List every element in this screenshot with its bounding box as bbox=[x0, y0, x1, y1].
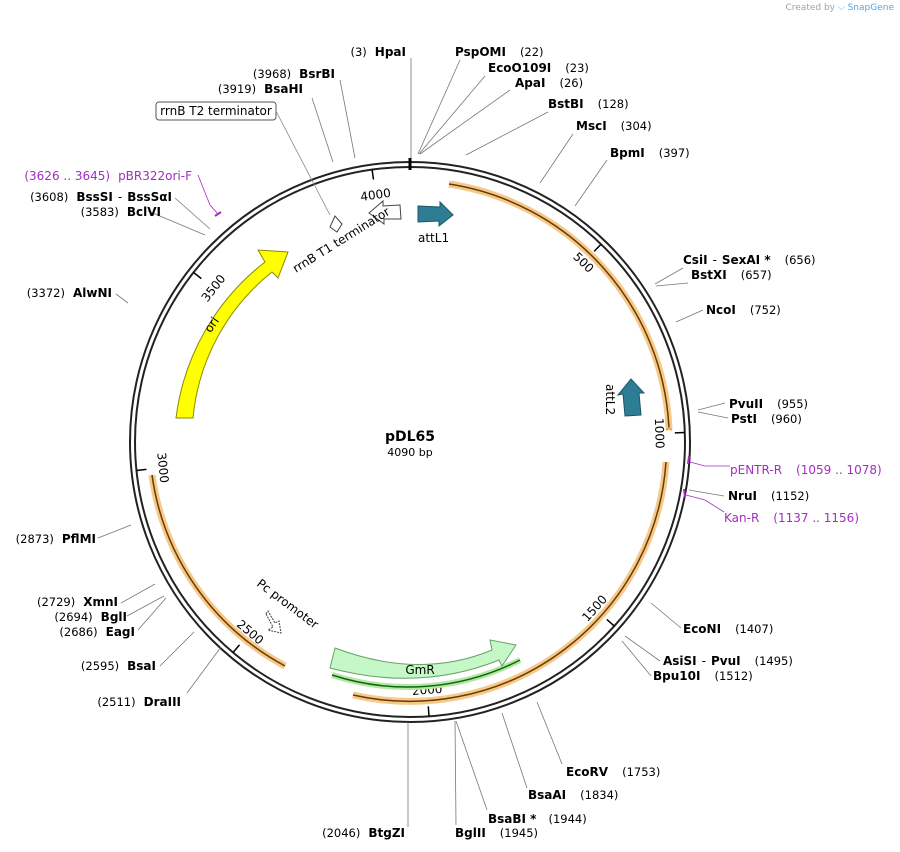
scale-tick-label: 1000 bbox=[652, 418, 667, 449]
gmr-arrow bbox=[329, 639, 517, 679]
svg-text:BsaAI(1834): BsaAI(1834) bbox=[528, 788, 618, 802]
plasmid-length: 4090 bp bbox=[387, 446, 432, 459]
gmr-track-core bbox=[331, 659, 521, 688]
orange-track-3-core bbox=[151, 474, 286, 667]
primer-labels: (3626 .. 3645)pBR322ori-F pENTR-R(1059 .… bbox=[24, 169, 881, 525]
gmr-label: GmR bbox=[405, 663, 434, 677]
svg-text:BglII(1945): BglII(1945) bbox=[455, 826, 538, 840]
svg-text:(2046)BtgZI: (2046)BtgZI bbox=[322, 826, 405, 840]
scale-tick-mark bbox=[232, 644, 241, 653]
scale-tick-label: 3000 bbox=[154, 452, 171, 484]
rrnb-t1-label: rrnB T1 terminator bbox=[290, 204, 392, 275]
svg-text:ApaI(26): ApaI(26) bbox=[515, 76, 583, 90]
plasmid-name: pDL65 bbox=[385, 429, 435, 445]
attl1-label: attL1 bbox=[418, 231, 449, 245]
attl2-label: attL2 bbox=[603, 384, 617, 415]
rrnb-t2-label: rrnB T2 terminator bbox=[160, 104, 272, 118]
svg-text:(3919)BsaHI: (3919)BsaHI bbox=[218, 82, 303, 96]
svg-text:PvuII(955): PvuII(955) bbox=[729, 397, 808, 411]
scale-tick-label: 3500 bbox=[199, 272, 229, 305]
svg-text:(2686)EagI: (2686)EagI bbox=[59, 625, 135, 639]
rrnb-t2-leader bbox=[275, 110, 331, 216]
site-labels: (3)HpaI (3968)BsrBI (3919)BsaHI PspOMI(2… bbox=[16, 45, 816, 840]
svg-text:(3372)AlwNI: (3372)AlwNI bbox=[27, 286, 112, 300]
primer-leaders bbox=[197, 174, 730, 513]
svg-text:EcoRV(1753): EcoRV(1753) bbox=[566, 765, 660, 779]
scale-tick-mark bbox=[371, 169, 375, 180]
svg-text:EcoNI(1407): EcoNI(1407) bbox=[683, 622, 773, 636]
scale-tick-mark bbox=[193, 271, 202, 280]
svg-text:(2595)BsaI: (2595)BsaI bbox=[81, 659, 156, 673]
pc-promoter-arrow bbox=[265, 610, 282, 634]
svg-text:NcoI(752): NcoI(752) bbox=[706, 303, 781, 317]
svg-text:BstXI(657): BstXI(657) bbox=[691, 268, 772, 282]
svg-text:(2694)BglI: (2694)BglI bbox=[54, 610, 127, 624]
scale-tick-label: 4000 bbox=[360, 186, 392, 204]
svg-text:NruI(1152): NruI(1152) bbox=[728, 489, 809, 503]
scale-tick-mark bbox=[593, 243, 602, 252]
scale-tick-mark bbox=[606, 618, 615, 627]
ori-arrow bbox=[175, 249, 289, 419]
svg-text:(3608)BssSI-BssSαI: (3608)BssSI-BssSαI bbox=[30, 190, 172, 204]
svg-text:(3626 .. 3645)pBR322ori-F: (3626 .. 3645)pBR322ori-F bbox=[24, 169, 192, 183]
rrnb-t2-terminator-glyph bbox=[329, 215, 343, 233]
svg-text:(2511)DraIII: (2511)DraIII bbox=[97, 695, 181, 709]
svg-text:PspOMI(22): PspOMI(22) bbox=[455, 45, 544, 59]
site-leaders bbox=[97, 58, 729, 827]
svg-text:(2873)PflMI: (2873)PflMI bbox=[16, 532, 96, 546]
scale-tick-mark bbox=[427, 706, 430, 717]
svg-text:MscI(304): MscI(304) bbox=[576, 119, 652, 133]
svg-text:(3583)BclVI: (3583)BclVI bbox=[81, 205, 161, 219]
scale-tick-mark bbox=[136, 468, 147, 472]
snapgene-logo-icon: ⌵ bbox=[837, 3, 845, 13]
svg-text:EcoO109I(23): EcoO109I(23) bbox=[488, 61, 589, 75]
svg-text:CsiI-SexAI *(656): CsiI-SexAI *(656) bbox=[683, 253, 816, 267]
svg-text:Bpu10I(1512): Bpu10I(1512) bbox=[653, 669, 753, 683]
svg-text:Kan-R(1137 .. 1156): Kan-R(1137 .. 1156) bbox=[724, 511, 859, 525]
snapgene-credit: Created by ⌵ SnapGene bbox=[785, 3, 894, 13]
svg-text:PstI(960): PstI(960) bbox=[731, 412, 802, 426]
orange-track-1-core bbox=[448, 183, 670, 429]
svg-text:(3968)BsrBI: (3968)BsrBI bbox=[253, 67, 335, 81]
orange-track-2-core bbox=[352, 461, 667, 703]
svg-text:BpmI(397): BpmI(397) bbox=[610, 146, 690, 160]
rrnb-t1-terminator-arrow bbox=[368, 199, 402, 225]
attl2-arrow bbox=[616, 378, 646, 417]
svg-text:(3)HpaI: (3)HpaI bbox=[351, 45, 407, 59]
svg-text:BsaBI *(1944): BsaBI *(1944) bbox=[488, 812, 587, 826]
svg-text:pENTR-R(1059 .. 1078): pENTR-R(1059 .. 1078) bbox=[730, 463, 882, 477]
attl1-arrow bbox=[417, 200, 454, 228]
svg-text:AsiSI-PvuI(1495): AsiSI-PvuI(1495) bbox=[663, 654, 793, 668]
svg-text:BstBI(128): BstBI(128) bbox=[548, 97, 629, 111]
svg-text:(2729)XmnI: (2729)XmnI bbox=[37, 595, 118, 609]
pc-promoter-label: Pc promoter bbox=[254, 576, 321, 631]
orange-track-1-head bbox=[665, 426, 673, 431]
